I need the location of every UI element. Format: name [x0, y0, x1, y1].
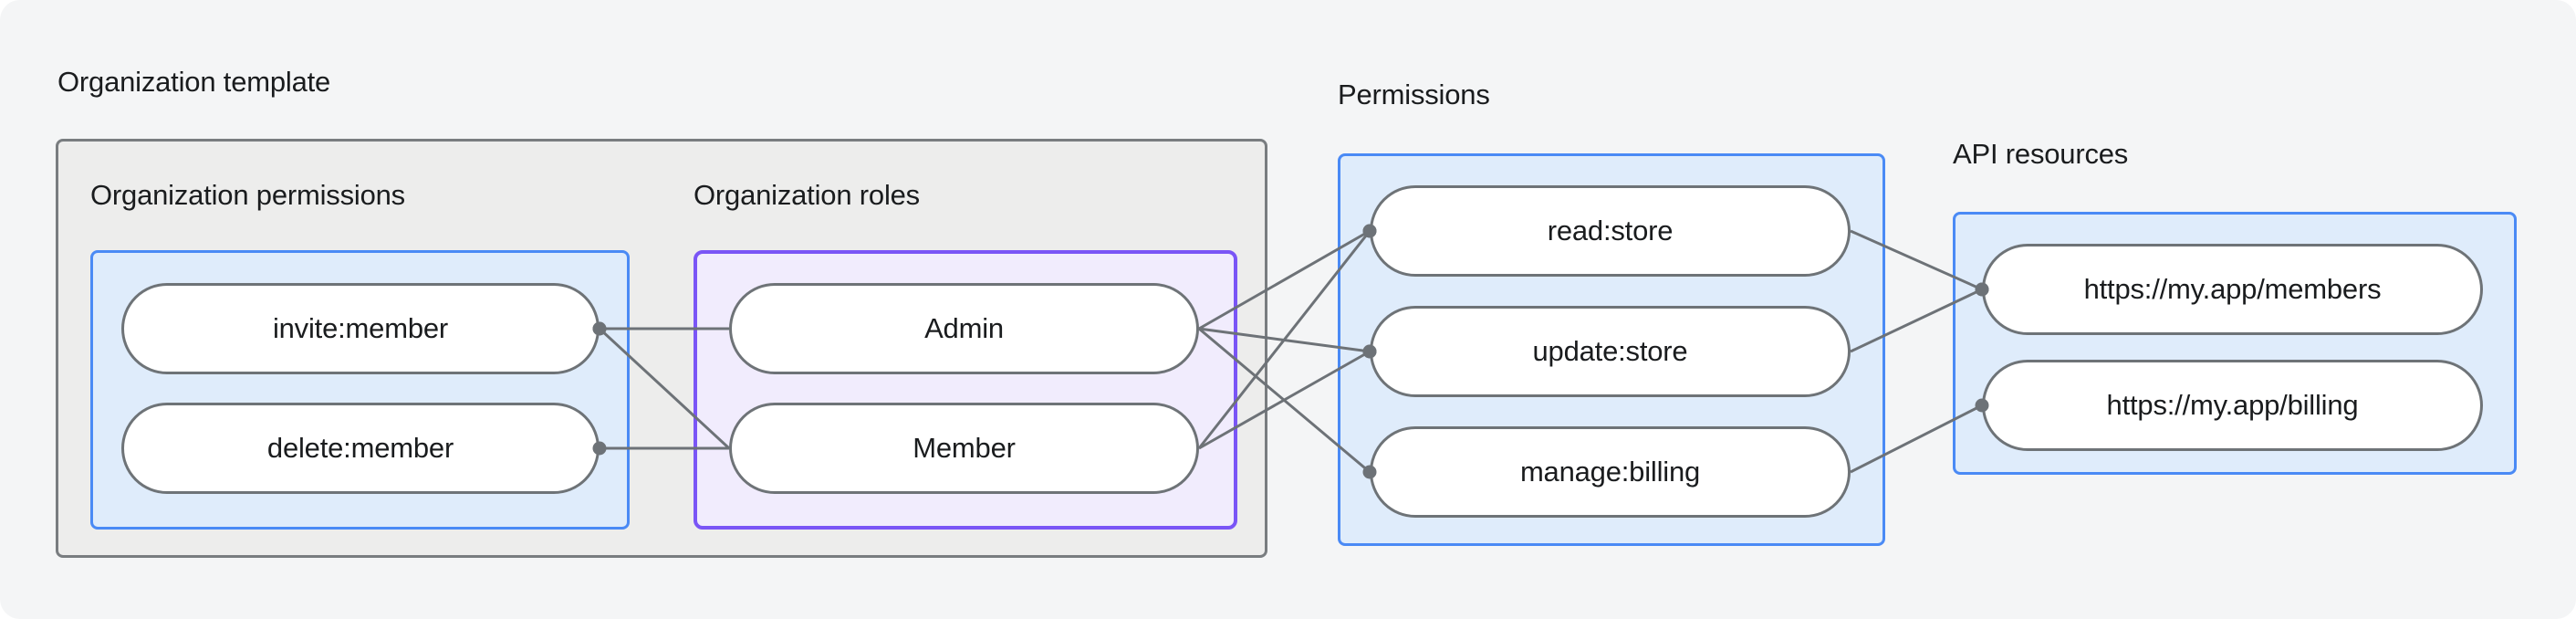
node-read-store: read:store [1370, 185, 1851, 277]
org-template-box: Organization permissions Organization ro… [56, 139, 1267, 558]
org-permissions-box: invite:member delete:member [90, 250, 630, 530]
org-roles-label: Organization roles [694, 179, 920, 211]
org-permissions-label: Organization permissions [90, 179, 405, 211]
permissions-label: Permissions [1338, 79, 1490, 110]
node-member: Member [729, 403, 1199, 494]
permissions-box: read:store update:store manage:billing [1338, 153, 1885, 546]
node-manage-billing: manage:billing [1370, 426, 1851, 518]
api-resources-label: API resources [1953, 138, 2129, 170]
api-resources-box: https://my.app/members https://my.app/bi… [1953, 212, 2517, 475]
node-billing-api-url: https://my.app/billing [1982, 360, 2483, 451]
org-template-label: Organization template [57, 66, 331, 98]
org-roles-box: Admin Member [694, 250, 1237, 530]
node-delete-member: delete:member [121, 403, 600, 494]
node-update-store: update:store [1370, 306, 1851, 397]
node-invite-member: invite:member [121, 283, 600, 374]
node-admin: Admin [729, 283, 1199, 374]
node-members-api-url: https://my.app/members [1982, 244, 2483, 335]
